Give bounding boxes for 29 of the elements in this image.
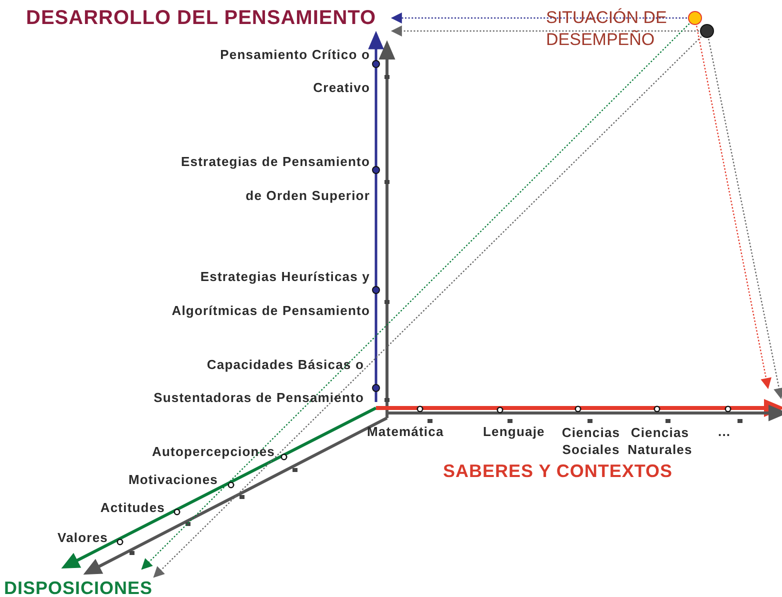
tick-label: Autopercepciones	[152, 444, 275, 460]
point-marker	[688, 11, 702, 25]
axis-title: DISPOSICIONES	[4, 579, 154, 597]
tick-label: Ciencias Naturales	[626, 424, 694, 458]
tick-label: Estrategias de Pensamiento	[181, 154, 370, 170]
tick-label: Motivaciones	[128, 472, 218, 488]
axis-title: DESARROLLO DEL PENSAMIENTO	[26, 6, 378, 30]
axis-title: SABERES Y CONTEXTOS	[443, 461, 673, 481]
tick-label: Algorítmicas de Pensamiento	[172, 303, 370, 319]
tick-label: ...	[718, 424, 731, 440]
tick-label: Lenguaje	[483, 424, 545, 440]
tick-label: Valores	[58, 530, 108, 546]
dotted-arrow	[390, 12, 687, 24]
tick-label: Ciencias Sociales	[560, 424, 622, 458]
tick-label: Capacidades Básicas o	[206, 357, 364, 373]
point-marker	[700, 24, 714, 38]
tick-label: Estrategias Heurísticas y	[200, 269, 370, 285]
tick-label: de Orden Superior	[246, 188, 370, 204]
tick-label: Actitudes	[100, 500, 165, 516]
tick-label: Creativo	[313, 80, 370, 96]
axis-arrow	[374, 400, 782, 418]
dotted-arrow	[390, 26, 699, 36]
axis-arrow	[386, 406, 782, 422]
dotted-arrow	[696, 26, 772, 390]
tick-label: Matemática	[367, 424, 444, 440]
dotted-arrow	[708, 38, 782, 400]
tick-label: Pensamiento Crítico o	[220, 47, 370, 63]
tick-label: Sustentadoras de Pensamiento	[154, 390, 364, 406]
point-label: SITUACIÓN DE DESEMPEÑO	[546, 7, 668, 51]
